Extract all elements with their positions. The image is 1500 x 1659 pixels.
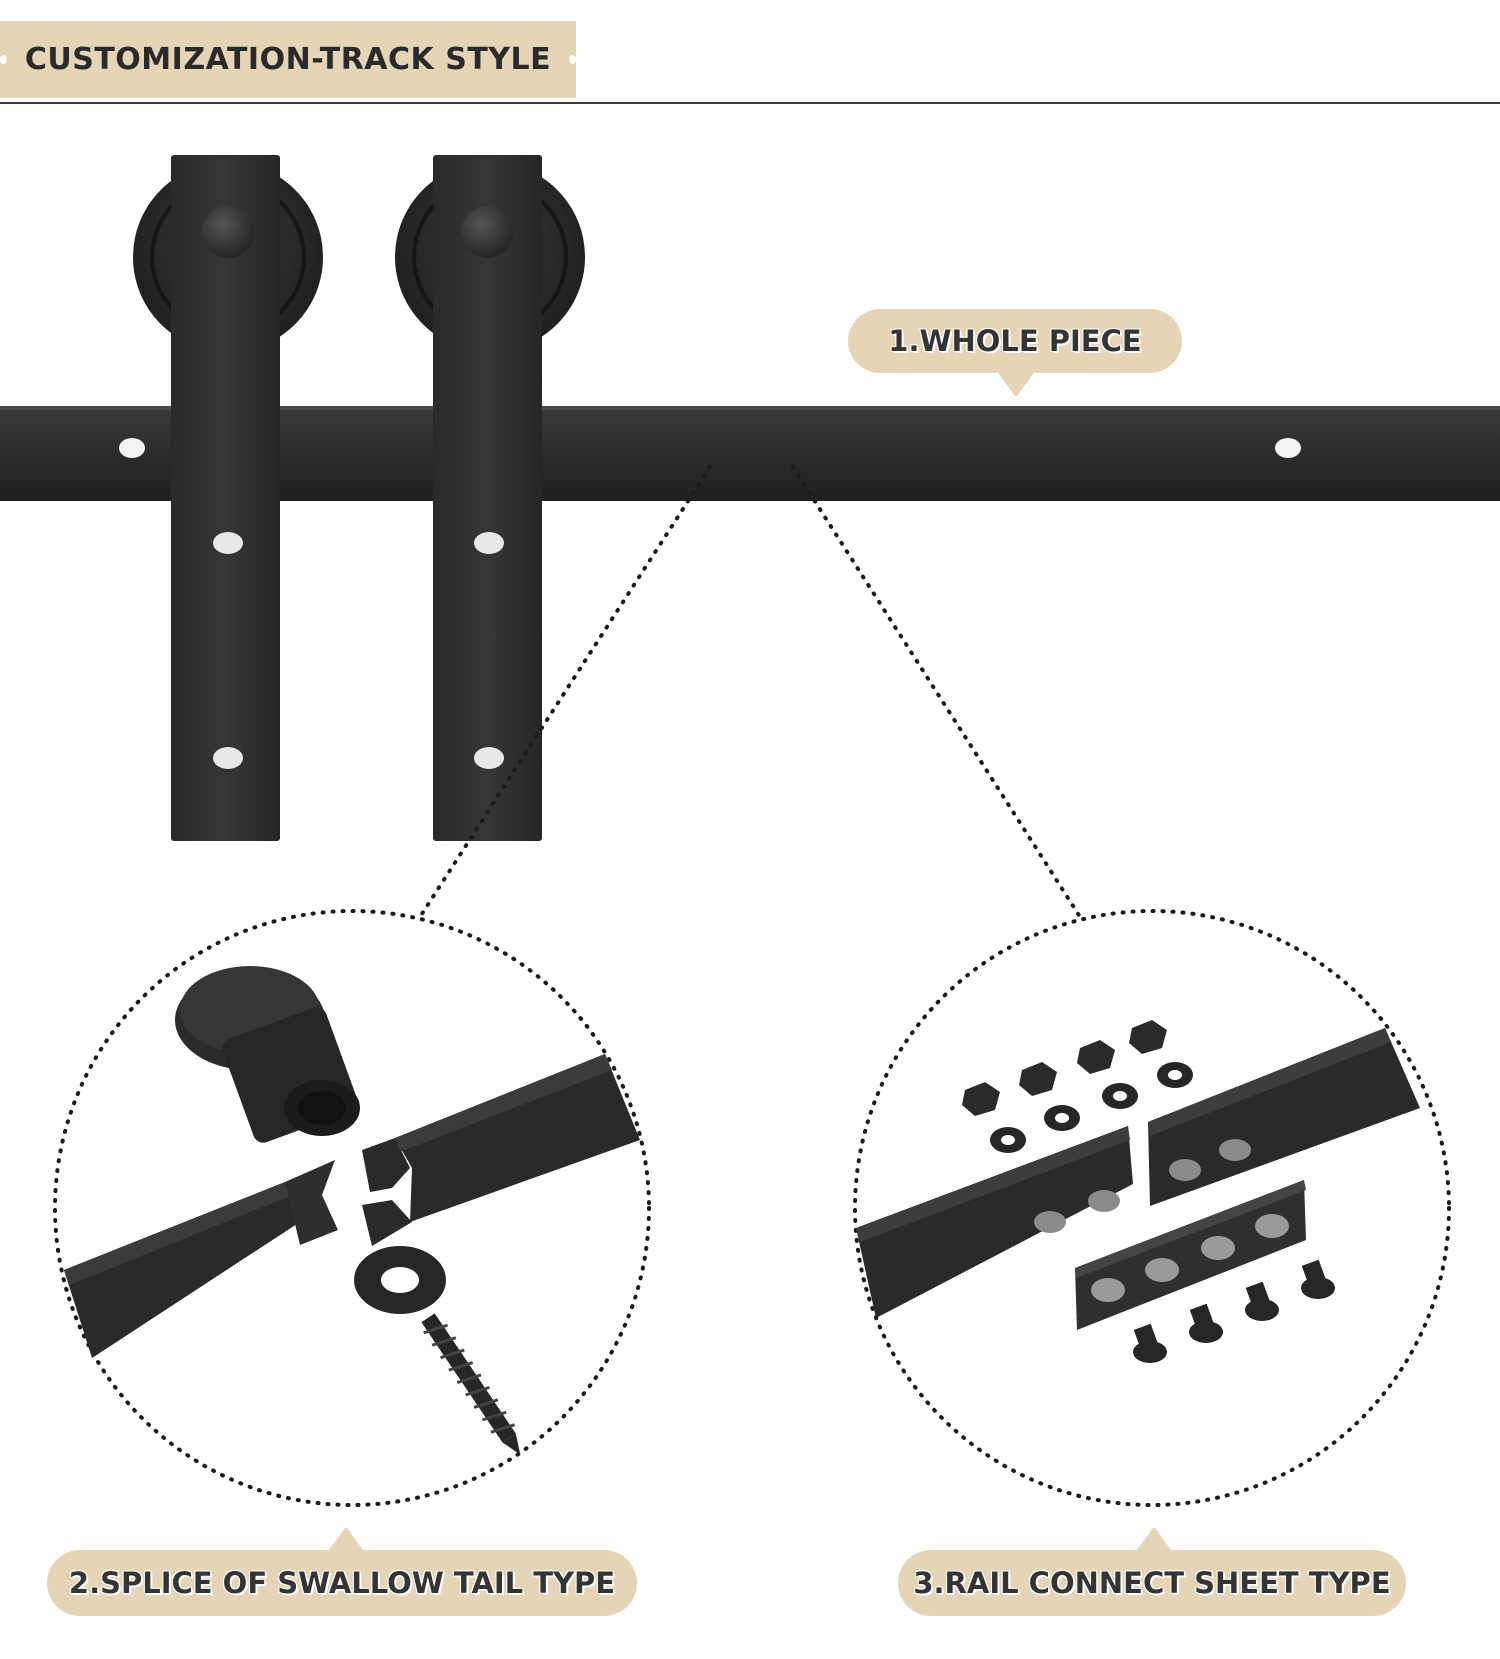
- callout-lines: [416, 465, 1084, 922]
- label-whole-piece-pointer: [998, 373, 1034, 397]
- detail-circle-swallow-tail: [53, 909, 651, 1507]
- bullet-dot-left: [0, 55, 7, 64]
- header-divider: [0, 102, 1500, 104]
- hanger-strap-left: [171, 155, 280, 841]
- label-connect-sheet-pointer: [1136, 1527, 1172, 1551]
- label-swallow-tail-pointer: [328, 1527, 364, 1551]
- hanger-strap-right: [433, 155, 542, 841]
- header-tab: CUSTOMIZATION-TRACK STYLE: [0, 21, 576, 98]
- page-title: CUSTOMIZATION-TRACK STYLE: [24, 42, 552, 77]
- bullet-dot-right: [569, 55, 576, 64]
- label-connect-sheet: 3.RAIL CONNECT SHEET TYPE: [898, 1550, 1406, 1616]
- detail-circle-connect-sheet: [853, 909, 1451, 1507]
- label-swallow-tail-text: 2.SPLICE OF SWALLOW TAIL TYPE: [68, 1566, 616, 1600]
- label-whole-piece: 1.WHOLE PIECE: [848, 309, 1182, 373]
- label-swallow-tail: 2.SPLICE OF SWALLOW TAIL TYPE: [47, 1550, 637, 1616]
- label-connect-sheet-text: 3.RAIL CONNECT SHEET TYPE: [913, 1566, 1391, 1600]
- label-whole-piece-text: 1.WHOLE PIECE: [888, 324, 1142, 358]
